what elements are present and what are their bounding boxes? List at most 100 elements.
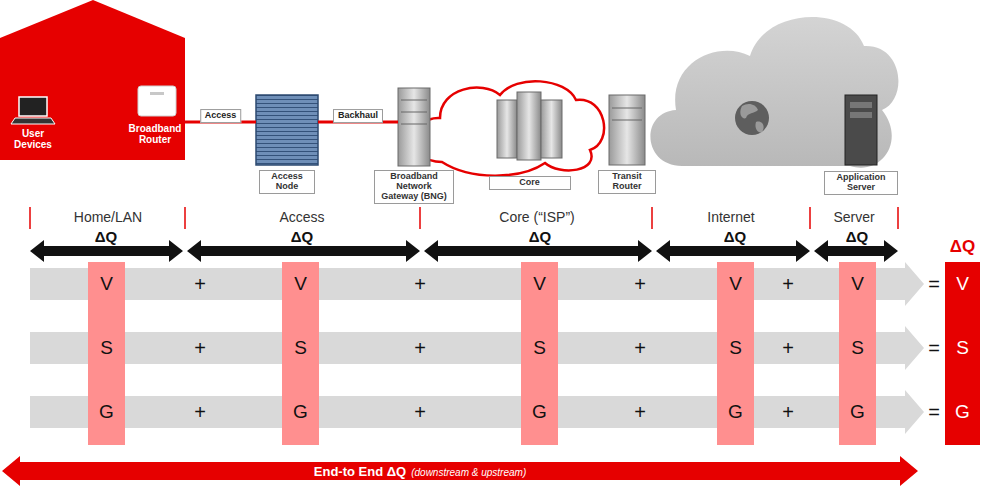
component-letter: G [955,402,970,423]
server-detail [850,102,872,108]
segment-arrow [30,240,183,262]
plus-sign: + [414,273,426,295]
plus-sign: + [194,401,206,423]
router-detail [150,92,164,95]
end-to-end-title: End-to End ΔQ [314,464,406,479]
segment-divider [651,207,653,229]
laptop-base [11,118,55,124]
segment-name: Server [833,210,874,225]
segment-name: Internet [707,210,754,225]
element-label: Core [489,176,571,190]
bng-icon [398,88,430,166]
delta-q-component-column: VSG [88,262,125,445]
home-lan-house: User DevicesBroadband Router [0,0,185,160]
segment-name: Core (“ISP”) [499,210,574,225]
globe-land [740,104,763,132]
home-label: Broadband Router [127,123,183,145]
plus-sign: + [414,337,426,359]
server-detail [850,112,872,118]
grey-row [30,326,924,370]
plus-sign: + [634,337,646,359]
application-server-icon [845,95,877,165]
core-server-icon [541,100,562,158]
component-letter: V [851,274,864,295]
globe-icon [735,101,769,135]
link-line [185,121,256,124]
end-to-end-arrow [2,456,918,486]
segment-arrows [30,240,898,262]
network-element: Broadband Network Gateway (BNG) [398,88,430,166]
end-to-end-result-box: ΔQVSG [945,262,980,445]
segment-arrow [656,240,810,262]
component-letter: V [729,274,742,295]
segment-divider [897,207,899,229]
element-label: Access Node [259,170,315,194]
delta-q-component-column: VSG [521,262,558,445]
bng-detail [401,112,427,113]
link-label: Backhaul [333,109,383,123]
router-detail [612,120,642,121]
house-outline [0,0,185,160]
segment-name: Access [279,210,324,225]
segment-arrow [424,240,652,262]
end-to-end-caption: End-to End ΔQ (downstream & upstream) [314,464,526,479]
component-letter: S [294,338,307,359]
segment-divider [419,207,421,229]
plus-sign: + [634,401,646,423]
equals-sign: = [928,401,940,423]
component-letter: S [100,338,113,359]
grey-rows [30,262,924,434]
segment-delta-q: ΔQ [95,229,117,246]
component-letter: V [533,274,546,295]
network-element: Application Server [845,95,877,165]
element-label: Broadband Network Gateway (BNG) [374,170,454,204]
delta-q-component-column: V S G [839,262,876,445]
component-letter: V [956,274,969,295]
core-server-icon [517,92,541,160]
component-letter: G [850,402,865,423]
core-server-icon [497,100,517,158]
grey-row [30,262,924,306]
component-letter: G [99,402,114,423]
plus-sign: + [634,273,646,295]
component-letter: S [851,338,864,359]
router-detail [612,108,642,109]
network-element: Core [497,92,562,160]
network-element: Transit Router [609,95,645,165]
grey-row [30,390,924,434]
equals-sign: = [928,337,940,359]
segment-divider [29,207,31,229]
segment-arrow [187,240,420,262]
transit-router-icon [609,95,645,165]
bng-detail [401,124,427,125]
access-node-icon [256,95,318,165]
link-label: Access [200,109,242,123]
segment-delta-q: ΔQ [291,229,313,246]
segment-delta-q: ΔQ [846,229,868,246]
link-line [318,121,398,124]
component-letter: G [293,402,308,423]
segment-name: Home/LAN [74,210,142,225]
component-letter: S [729,338,742,359]
delta-q-component-column: V S G [282,262,319,445]
component-letter: G [532,402,547,423]
plus-sign: + [194,337,206,359]
segment-bar [30,207,898,229]
bng-detail [401,100,427,101]
segment-divider [184,207,186,229]
segment-delta-q: ΔQ [724,229,746,246]
segment-arrow [814,240,898,262]
plus-sign: + [194,273,206,295]
plus-sign: + [782,337,794,359]
element-label: Transit Router [598,170,656,194]
core-cloud [415,81,604,175]
equals-sign: = [928,273,940,295]
network-element: Access Node [256,95,318,165]
plus-sign: + [782,273,794,295]
end-to-end-note: (downstream & upstream) [411,467,526,478]
internet-cloud [650,17,898,168]
component-letter: V [294,274,307,295]
